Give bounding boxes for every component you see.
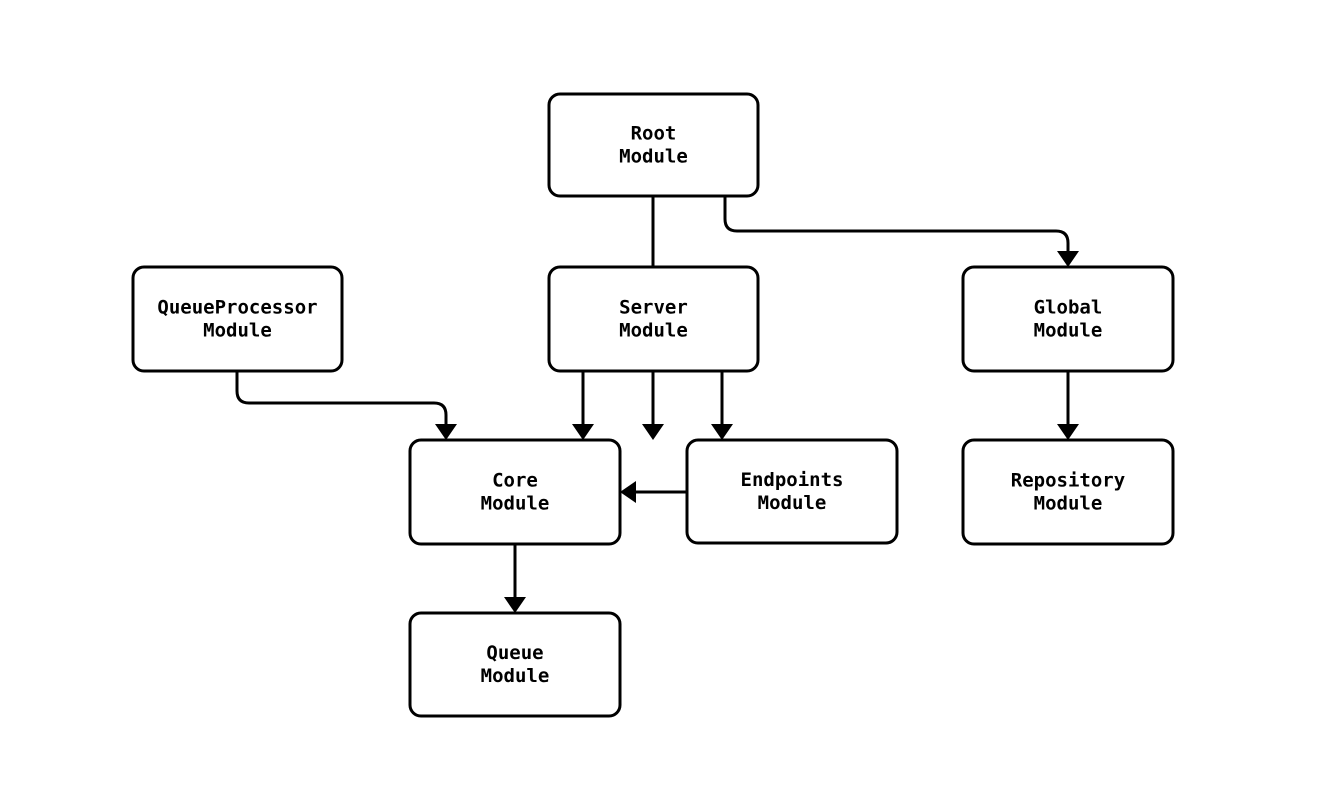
node-label-line2: Module (619, 146, 688, 168)
node-box[interactable] (961, 265, 1175, 373)
node-label-line1: QueueProcessor (157, 297, 317, 319)
edge-line (723, 196, 1070, 254)
edge-root-to-global (723, 196, 1079, 267)
arrowhead-icon (435, 424, 457, 440)
arrowhead-icon (1057, 251, 1079, 267)
node-box[interactable] (685, 438, 899, 545)
edge-server-to-endpoints (711, 371, 733, 440)
edge-core-to-queue (504, 544, 526, 613)
edge-server-to-core (572, 371, 594, 440)
node-label-line2: Module (1034, 320, 1103, 342)
node-label-line2: Module (481, 665, 550, 687)
node-label-line1: Root (631, 123, 677, 145)
node-label-line1: Endpoints (741, 469, 844, 491)
node-label-line1: Core (492, 470, 538, 492)
node-box[interactable] (961, 438, 1175, 546)
node-label-line2: Module (481, 493, 550, 515)
node-box[interactable] (547, 92, 760, 198)
arrowhead-icon (572, 424, 594, 440)
arrowhead-icon (642, 424, 664, 440)
arrowhead-icon (620, 481, 636, 503)
node-label-line1: Server (619, 297, 688, 319)
node-label-line1: Repository (1011, 470, 1125, 492)
edge-endpoints-to-core (620, 481, 687, 503)
node-box[interactable] (408, 438, 622, 546)
arrowhead-icon (711, 424, 733, 440)
edge-line (235, 371, 448, 427)
node-label-line2: Module (758, 492, 827, 514)
edge-global-to-repository (1057, 371, 1079, 440)
node-label-line1: Global (1034, 297, 1103, 319)
node-label-line2: Module (203, 320, 272, 342)
edges-layer (235, 196, 1079, 613)
node-box[interactable] (131, 265, 344, 373)
node-box[interactable] (547, 265, 760, 373)
arrowhead-icon (504, 597, 526, 613)
node-label-line2: Module (1034, 493, 1103, 515)
node-label-line1: Queue (486, 642, 543, 664)
arrowhead-icon (1057, 424, 1079, 440)
edge-queueprocessor-to-core (235, 371, 457, 440)
node-box[interactable] (408, 611, 622, 718)
node-label-line2: Module (619, 320, 688, 342)
nodes-layer: RootModuleQueueProcessorModuleServerModu… (131, 92, 1175, 718)
